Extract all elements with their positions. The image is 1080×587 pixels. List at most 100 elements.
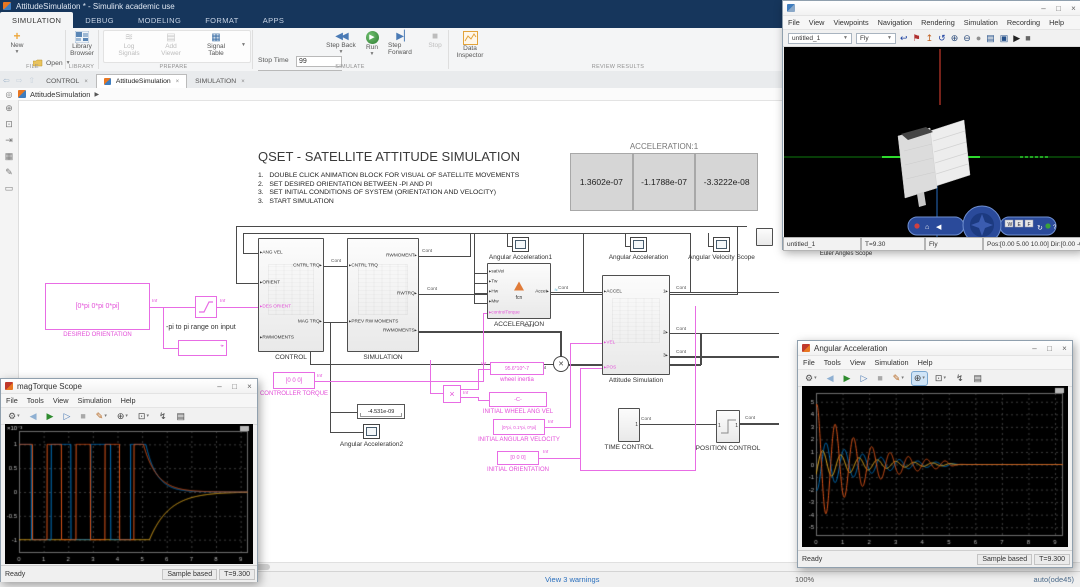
vr-viewport[interactable]: ⌂ ◀ WEF ↻ ? — [784, 47, 1080, 237]
block-sum[interactable]: ✕ — [553, 356, 569, 372]
doc-tab-attitudesimulation[interactable]: AttitudeSimulation× — [96, 74, 187, 88]
angacc-menu-view[interactable]: View — [850, 358, 866, 367]
magtorque-tool-trigger-icon[interactable]: ↯ — [157, 410, 169, 423]
block-scope-angular-velocity[interactable] — [713, 237, 730, 252]
library-browser-button[interactable]: LibraryBrowser — [68, 31, 96, 57]
rail-signal-routing-icon[interactable]: ⇥ — [0, 132, 18, 148]
magtorque-menu-tools[interactable]: Tools — [27, 396, 44, 405]
vr-menu-simulation[interactable]: Simulation — [964, 18, 998, 27]
new-button[interactable]: + New▼ — [3, 31, 31, 55]
add-viewer-button[interactable]: ▤AddViewer — [152, 32, 190, 57]
warnings-link[interactable]: View 3 warnings — [545, 575, 599, 584]
vr-record-button[interactable] — [914, 223, 919, 228]
vr-capture-file-icon[interactable]: ▤ — [986, 33, 995, 44]
doc-tab-simulation[interactable]: SIMULATION× — [187, 74, 253, 88]
magtorque-minimize-button[interactable]: – — [212, 382, 227, 391]
angacc-menu-help[interactable]: Help — [918, 358, 933, 367]
block-display-angular-acceleration2[interactable]: -4.531e-09 — [357, 404, 405, 419]
vr-navmode-select[interactable]: Fly▼ — [856, 33, 896, 44]
ribbon-tab-modeling[interactable]: MODELING — [126, 12, 193, 28]
vr-close-button[interactable]: × — [1066, 4, 1080, 13]
block-controller-torque[interactable]: [0 0 0] — [273, 372, 315, 389]
angacc-tool-style-icon[interactable]: ✎▾ — [891, 372, 906, 385]
angacc-close-button[interactable]: × — [1057, 344, 1072, 353]
ribbon-tab-format[interactable]: FORMAT — [193, 12, 251, 28]
vr-zoom-in-icon[interactable]: ⊕ — [951, 33, 959, 44]
vr-menu-recording[interactable]: Recording — [1007, 18, 1040, 27]
angacc-tool-step-back-icon[interactable]: ◀ — [825, 372, 836, 385]
magtorque-tool-settings-icon[interactable]: ⚙▾ — [6, 410, 22, 423]
vr-flag-viewpoint-icon[interactable]: ⚑ — [913, 33, 921, 44]
angacc-tool-fit-icon[interactable]: ⊡▾ — [933, 372, 948, 385]
stop-button[interactable]: ■ Stop — [422, 31, 448, 49]
magtorque-tool-step-back-icon[interactable]: ◀ — [28, 410, 39, 423]
breadcrumb-item[interactable]: AttitudeSimulation — [30, 90, 90, 99]
angacc-tool-trigger-icon[interactable]: ↯ — [954, 372, 966, 385]
block-product[interactable]: × — [443, 385, 461, 403]
vr-menu-viewpoints[interactable]: Viewpoints — [833, 18, 868, 27]
vr-titlebar[interactable]: – □ × — [783, 1, 1080, 16]
block-scope-angular-acceleration2[interactable] — [363, 424, 380, 439]
run-button[interactable]: ▶ Run▼ — [358, 31, 386, 57]
angacc-titlebar[interactable]: Angular Acceleration – □ × — [798, 341, 1072, 356]
vr-play-icon[interactable]: ▶ — [1013, 33, 1020, 44]
rail-image-icon[interactable]: ▦ — [0, 148, 18, 164]
vr-menu-rendering[interactable]: Rendering — [921, 18, 955, 27]
doc-tab-close-icon[interactable]: × — [241, 79, 245, 85]
vr-menu-navigation[interactable]: Navigation — [878, 18, 912, 27]
block-initial-orientation[interactable]: [0 0 0] — [497, 451, 539, 465]
block-scope-angular-acceleration[interactable] — [630, 237, 647, 252]
vr-navigation-wheel[interactable]: ⌂ ◀ WEF ↻ ? — [908, 206, 1057, 237]
vr-undo-move-icon[interactable]: ↺ — [938, 33, 946, 44]
rail-annotation-icon[interactable]: ✎ — [0, 164, 18, 180]
signal-table-button[interactable]: ▦SignalTable — [197, 32, 235, 57]
block-scope-angular-acceleration1[interactable] — [512, 237, 529, 252]
vr-record-dot-icon[interactable]: ● — [976, 33, 981, 43]
step-forward-button[interactable]: ▶▏ Step Forward — [388, 31, 420, 56]
magtorque-close-button[interactable]: × — [242, 382, 257, 391]
angacc-tool-run-icon[interactable]: ▶ — [842, 372, 853, 385]
magtorque-menu-file[interactable]: File — [6, 396, 18, 405]
angacc-tool-stop-icon[interactable]: ■ — [875, 372, 884, 384]
nav-back-icon[interactable]: ⇦ — [3, 76, 10, 85]
magtorque-menu-help[interactable]: Help — [121, 396, 136, 405]
vr-left-button[interactable]: ◀ — [936, 224, 942, 231]
block-time-control[interactable]: 1 — [618, 408, 640, 442]
ribbon-tab-apps[interactable]: APPS — [251, 12, 297, 28]
block-initial-wheel-ang-vel[interactable]: -C- — [489, 392, 547, 407]
angacc-tool-settings-icon[interactable]: ⚙▾ — [803, 372, 819, 385]
ribbon-tab-debug[interactable]: DEBUG — [73, 12, 126, 28]
vr-walk-button[interactable] — [1045, 223, 1050, 228]
angacc-menu-file[interactable]: File — [803, 358, 815, 367]
block-wheel-inertia[interactable]: 95.6*10^-7 — [490, 362, 544, 375]
rail-fit-to-view-icon[interactable]: ⊡ — [0, 116, 18, 132]
angacc-tool-zoom-icon[interactable]: ⊕▾ — [912, 372, 927, 385]
magtorque-menu-simulation[interactable]: Simulation — [78, 396, 112, 405]
magtorque-tool-step-forward-icon[interactable]: ▷ — [61, 410, 72, 423]
block-pink-display[interactable]: ◦▸ — [178, 340, 227, 356]
magtorque-tool-stop-icon[interactable]: ■ — [78, 410, 87, 422]
magtorque-maximize-button[interactable]: □ — [227, 382, 242, 391]
vr-menu-help[interactable]: Help — [1049, 18, 1064, 27]
rail-area-icon[interactable]: ▭ — [0, 180, 18, 196]
rail-zoom-icon[interactable]: ⊕ — [0, 100, 18, 116]
block-initial-angular-velocity[interactable]: [0*pi, 0.1*pi, 0*pi] — [493, 419, 545, 435]
vr-menu-view[interactable]: View — [809, 18, 825, 27]
block-desired-orientation[interactable]: [0*pi 0*pi 0*pi] — [45, 283, 150, 330]
block-edge-block[interactable] — [756, 228, 773, 246]
nav-forward-icon[interactable]: ⇨ — [16, 76, 23, 85]
angacc-menu-simulation[interactable]: Simulation — [875, 358, 909, 367]
magtorque-menu-view[interactable]: View — [53, 396, 69, 405]
ribbon-tab-simulation[interactable]: SIMULATION — [0, 12, 73, 28]
vr-return-viewpoint-icon[interactable]: ↩ — [900, 33, 908, 44]
vr-menu-file[interactable]: File — [788, 18, 800, 27]
log-signals-button[interactable]: ≋LogSignals — [110, 32, 148, 57]
magtorque-titlebar[interactable]: magTorque Scope – □ × — [1, 379, 257, 394]
vr-loop-button[interactable]: ↻ — [1037, 225, 1043, 232]
prepare-more-dropdown[interactable]: ▼ — [241, 42, 246, 48]
doc-tab-close-icon[interactable]: × — [176, 79, 180, 85]
magtorque-tool-style-icon[interactable]: ✎▾ — [94, 410, 109, 423]
angacc-minimize-button[interactable]: – — [1027, 344, 1042, 353]
doc-tab-close-icon[interactable]: × — [84, 79, 88, 85]
magtorque-tool-run-icon[interactable]: ▶ — [45, 410, 56, 423]
